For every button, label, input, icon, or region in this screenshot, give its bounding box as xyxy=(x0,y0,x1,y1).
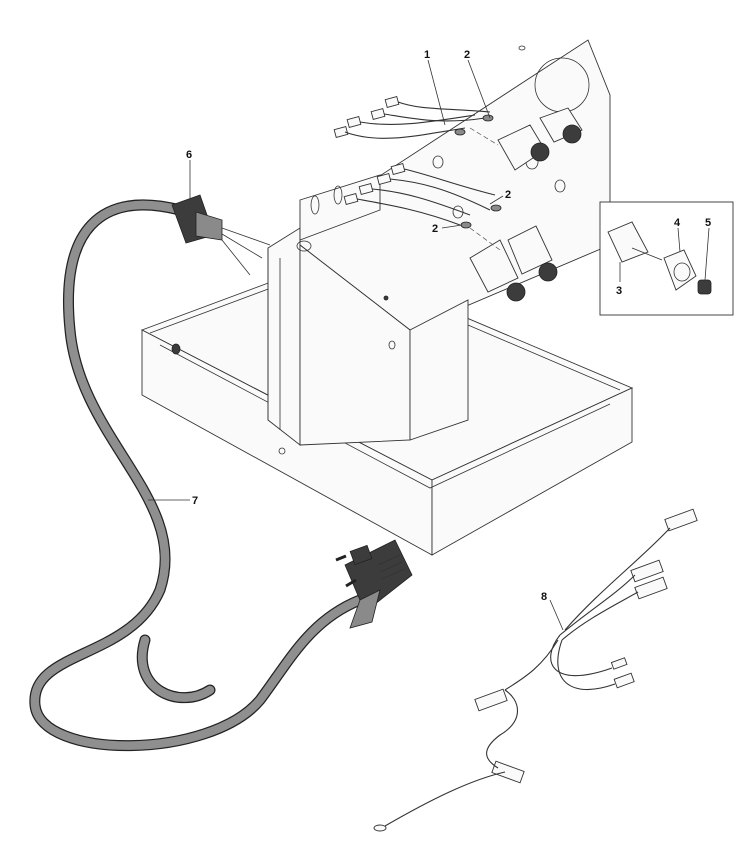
harness-connector xyxy=(491,760,525,784)
callout-2-top: 2 xyxy=(464,49,470,61)
callout-1: 1 xyxy=(424,49,430,61)
switch-bezel-icon xyxy=(663,249,697,291)
callout-6: 6 xyxy=(186,149,192,161)
harness-connector xyxy=(630,559,664,583)
callout-4: 4 xyxy=(674,217,681,229)
callout-3: 3 xyxy=(616,285,622,297)
detail-inset xyxy=(599,201,734,316)
switch-knob-icon xyxy=(538,262,558,282)
callout-2-left: 2 xyxy=(432,223,438,235)
switch-cluster-upper xyxy=(497,107,583,171)
callout-2-right: 2 xyxy=(505,189,511,201)
switch-knob-icon xyxy=(506,282,526,302)
callout-7: 7 xyxy=(192,495,198,507)
tray-hole xyxy=(278,447,286,455)
switch-body-icon xyxy=(607,221,649,263)
cord-strain-relief xyxy=(171,194,271,276)
callout-5: 5 xyxy=(705,217,711,229)
ring-terminal-icon xyxy=(373,824,387,832)
switch-knob-icon xyxy=(697,279,712,295)
external-harness xyxy=(373,508,698,832)
leader-lines xyxy=(148,59,710,631)
callout-8: 8 xyxy=(541,591,547,603)
harness-connector xyxy=(474,688,508,712)
switch-cluster-lower xyxy=(469,225,558,302)
switch-knob-icon xyxy=(562,124,582,144)
harness-connector xyxy=(664,508,698,532)
power-cord xyxy=(29,199,366,752)
rear-panel xyxy=(267,39,611,446)
schuko-plug xyxy=(335,539,413,629)
switch-knob-icon xyxy=(530,142,550,162)
tray-screw xyxy=(171,343,181,355)
internal-harness xyxy=(333,96,502,251)
